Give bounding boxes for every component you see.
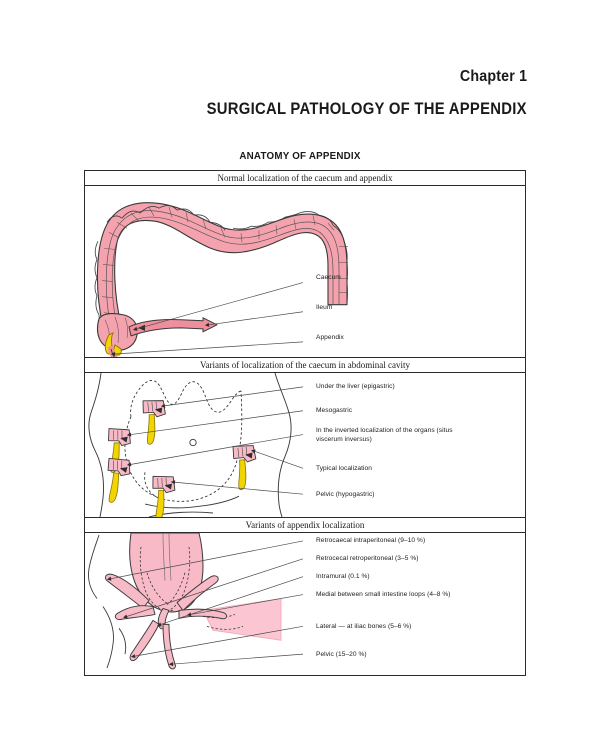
panel-caption-normal: Normal localization of the caecum and ap…	[85, 171, 525, 186]
chapter-title: SURGICAL PATHOLOGY OF THE APPENDIX	[206, 100, 527, 118]
label-caecum: Caecum	[316, 274, 341, 281]
colon-anatomy-illustration	[94, 202, 348, 357]
caecum-body	[129, 533, 204, 613]
leader-lines-panel-1	[110, 282, 304, 357]
caecum-variant-pelvic	[145, 472, 178, 517]
label-under-the-liver: Under the liver (epigastric)	[316, 383, 395, 390]
panel-caption-caecum-variants: Variants of localization of the caecum i…	[85, 358, 525, 373]
panel-body-caecum-variants: Under the liver (epigastric) Mesogastric…	[85, 373, 525, 517]
label-medial-between-loops: Medial between small intestine loops (4–…	[316, 591, 451, 598]
leader-lines-panel-2	[126, 386, 304, 495]
body-contour	[88, 534, 127, 669]
small-intestine-wedge-outline	[202, 598, 282, 641]
panel-caecum-variants: Variants of localization of the caecum i…	[85, 357, 525, 517]
caecum-variant-situs-inversus	[98, 455, 134, 506]
label-situs-inversus: In the inverted localization of the orga…	[316, 427, 453, 443]
caecum-variant-typical	[228, 443, 258, 492]
panel-caption-appendix-variants: Variants of appendix localization	[85, 518, 525, 533]
anatomy-figure-table: Normal localization of the caecum and ap…	[84, 170, 526, 676]
label-typical-localization: Typical localization	[316, 465, 372, 472]
panel-body-appendix-variants: Retrocaecal intraperitoneal (9–10 %) Ret…	[85, 533, 525, 675]
label-intramural: Intramural (0.1 %)	[316, 573, 370, 580]
label-lateral-iliac-bones: Lateral — at iliac bones (5–6 %)	[316, 623, 412, 630]
chapter-label: Chapter 1	[459, 68, 527, 85]
label-pelvic: Pelvic (15–20 %)	[316, 651, 367, 658]
label-mesogastric: Mesogastric	[316, 407, 353, 414]
label-retrocaecal-intraperitoneal: Retrocaecal intraperitoneal (9–10 %)	[316, 537, 426, 544]
section-title: ANATOMY OF APPENDIX	[239, 150, 361, 162]
label-appendix: Appendix	[316, 334, 344, 341]
panel-body-normal: Caecum Ileum Appendix	[85, 186, 525, 357]
abdomen-variants-illustration	[88, 373, 304, 517]
ileum-shape	[128, 317, 218, 337]
label-pelvic-hypogastric: Pelvic (hypogastric)	[316, 491, 375, 498]
leader-lines-panel-3	[106, 540, 304, 667]
appendix-positions-illustration	[88, 533, 304, 670]
navel-marker	[189, 438, 197, 447]
label-retrocecal-retroperitoneal: Retrocecal retroperitoneal (3–5 %)	[316, 555, 419, 562]
label-ileum: Ileum	[316, 304, 333, 311]
panel-appendix-variants: Variants of appendix localization	[85, 517, 525, 675]
caecum-variant-under-liver	[136, 397, 168, 447]
large-intestine	[94, 202, 348, 328]
panel-normal-localization: Normal localization of the caecum and ap…	[85, 171, 525, 357]
